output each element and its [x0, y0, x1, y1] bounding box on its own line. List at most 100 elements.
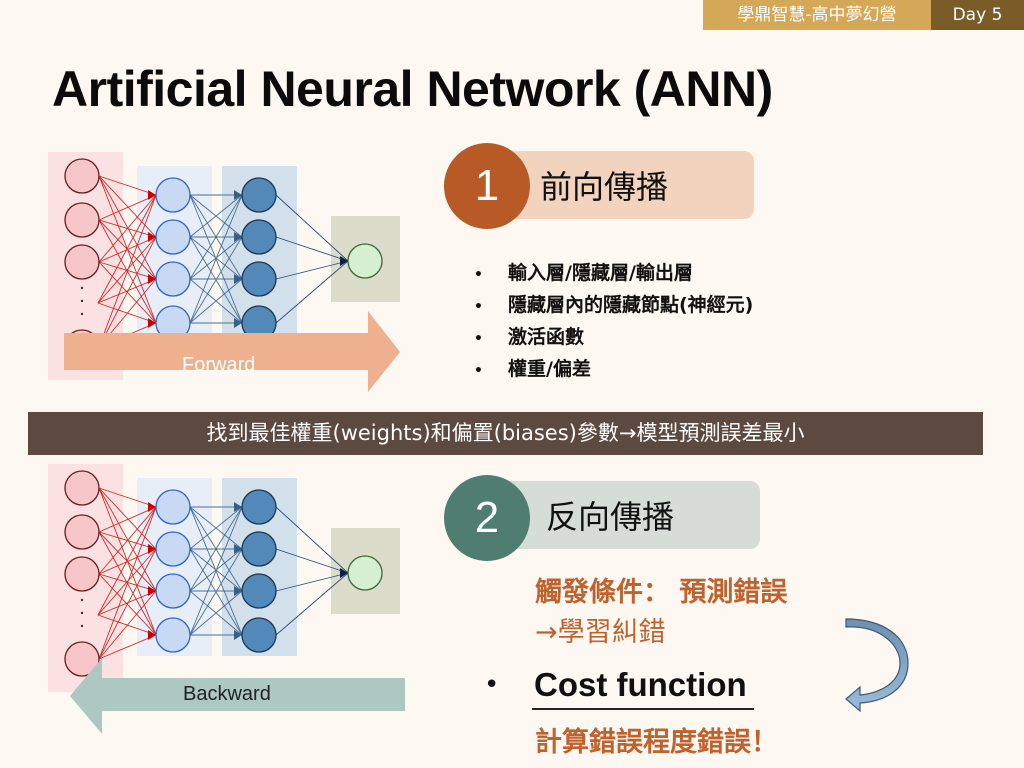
edge [97, 236, 157, 304]
edge [189, 506, 243, 636]
output-node [347, 243, 383, 279]
ellipsis-dot [80, 611, 84, 615]
edge [98, 194, 157, 263]
edge [98, 548, 157, 660]
arrowhead [148, 190, 156, 200]
step1-number-badge: 1 [444, 143, 530, 229]
edge [98, 175, 157, 196]
edge [97, 590, 157, 616]
cost-description: 計算錯誤程度錯誤！ [535, 727, 778, 758]
edge [189, 278, 243, 324]
hidden1-node [155, 573, 191, 609]
step1-title: 前向傳播 [540, 168, 669, 206]
edge [98, 506, 157, 533]
edge [189, 506, 243, 550]
edge [98, 236, 157, 263]
backward-arrow-label: Backward [183, 683, 271, 705]
ellipsis-dot [80, 299, 84, 303]
input-node [64, 470, 100, 506]
curved-arrow-icon [845, 618, 909, 713]
bullet-text: 隱藏層內的隱藏節點(神經元) [508, 294, 754, 316]
edge [97, 194, 157, 304]
learn-correct-text: →學習糾錯 [535, 617, 666, 648]
edge [275, 572, 349, 592]
edge [275, 236, 349, 262]
forward-arrow [64, 311, 400, 392]
edge [275, 572, 349, 636]
hidden2-node [241, 573, 277, 609]
edge [189, 236, 243, 324]
edge [98, 194, 157, 348]
hidden2-node [241, 219, 277, 255]
edge [189, 548, 243, 636]
edge [97, 548, 157, 616]
input-node [64, 514, 100, 550]
ellipsis-dot [80, 598, 84, 602]
bullet-text: 激活函數 [508, 326, 585, 348]
hidden2-node [241, 489, 277, 525]
list-item: • 輸入層/隱藏層/輸出層 [474, 258, 753, 290]
page-title: Artificial Neural Network (ANN) [52, 61, 773, 117]
step2-title: 反向傳播 [546, 498, 675, 536]
hidden1-node [155, 617, 191, 653]
hidden2-node [241, 617, 277, 653]
arrowhead [148, 502, 156, 512]
list-item: • 權重/偏差 [474, 354, 753, 386]
trigger-condition: 觸發條件： 預測錯誤 [535, 577, 788, 608]
arrowhead [234, 544, 242, 554]
input-node [64, 202, 100, 238]
arrowhead [340, 256, 348, 266]
arrowhead [234, 274, 242, 284]
edge [275, 194, 349, 262]
arrowhead [234, 586, 242, 596]
edge [98, 175, 157, 280]
arrowhead [148, 544, 156, 554]
forward-arrow-label: Forward [182, 354, 256, 376]
arrowhead [234, 502, 242, 512]
bullet-dot: • [474, 299, 483, 315]
edge [97, 302, 157, 324]
course-header: 學鼎智慧-高中夢幻營 [703, 0, 931, 30]
hidden1-node [155, 219, 191, 255]
input-node [64, 641, 100, 677]
list-item: • 隱藏層內的隱藏節點(神經元) [474, 290, 753, 322]
edge [98, 487, 157, 592]
arrowhead [148, 586, 156, 596]
list-item: •激活函數 [474, 322, 753, 354]
cost-bullet: • [484, 670, 500, 700]
ellipsis-dot [80, 624, 84, 628]
bullet-dot: • [474, 267, 483, 283]
arrowhead [340, 568, 348, 578]
ellipsis-dot [80, 286, 84, 290]
hidden2-node [241, 261, 277, 297]
arrowhead [148, 232, 156, 242]
step1-pill [486, 151, 754, 219]
cost-function-label: Cost function [534, 666, 747, 703]
edge [98, 236, 157, 348]
edge [189, 194, 243, 324]
arrowhead [234, 232, 242, 242]
arrowhead [148, 630, 156, 640]
edge [98, 487, 157, 550]
step2-number-badge: 2 [444, 475, 530, 561]
bullet-dot: • [474, 363, 483, 379]
hidden2-node [241, 531, 277, 567]
arrowhead [148, 318, 156, 328]
hidden1-node [155, 489, 191, 525]
hidden1-node [155, 177, 191, 213]
edge [275, 260, 349, 324]
hidden1-node [155, 261, 191, 297]
edge [98, 548, 157, 575]
forward-bullet-list: • 輸入層/隱藏層/輸出層 • 隱藏層內的隱藏節點(神經元) •激活函數 • 權重/偏… [474, 258, 753, 386]
backward-network-diagram [48, 464, 405, 734]
bullet-text: 權重/偏差 [508, 358, 591, 380]
edge [189, 506, 243, 592]
edge [98, 506, 157, 575]
input-node [64, 158, 100, 194]
edge [98, 487, 157, 508]
edge [98, 175, 157, 238]
input-node [64, 244, 100, 280]
bullet-text: 輸入層/隱藏層/輸出層 [508, 262, 693, 284]
edge [275, 548, 349, 574]
edge [97, 614, 157, 636]
